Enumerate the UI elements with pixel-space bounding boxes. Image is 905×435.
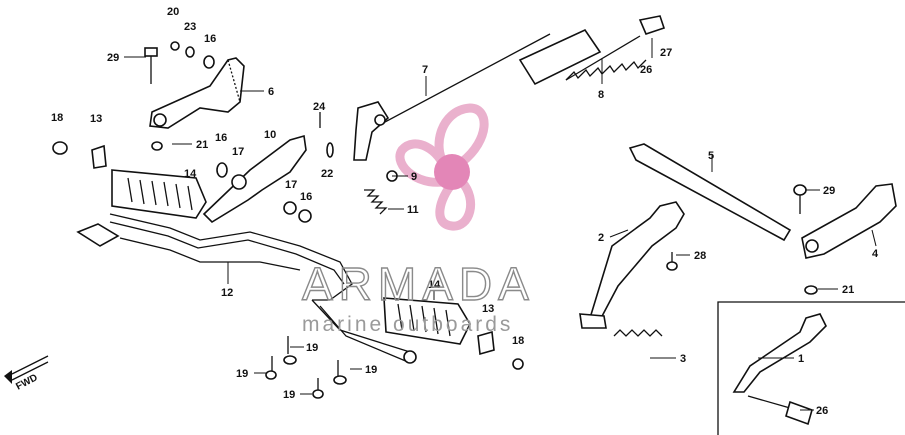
callout-26b: 26 [816, 405, 828, 417]
callout-6: 6 [268, 86, 274, 98]
callout-2: 2 [598, 232, 604, 244]
callout-26: 26 [640, 64, 652, 76]
part-12-footrest-bar [76, 213, 417, 364]
callout-22: 22 [321, 168, 333, 180]
watermark-propeller-icon [395, 103, 489, 231]
callout-20: 20 [167, 6, 179, 18]
callout-14b: 14 [428, 279, 441, 291]
part-16-washer-b [216, 162, 228, 178]
callout-18b: 18 [512, 335, 524, 347]
callout-8: 8 [598, 89, 604, 101]
part-26-rubber [785, 400, 813, 426]
callout-12: 12 [221, 287, 233, 299]
callout-4: 4 [872, 248, 879, 260]
callout-23: 23 [184, 21, 196, 33]
callout-29b: 29 [823, 185, 835, 197]
part-29-bolt-b [793, 184, 807, 214]
callout-19c: 19 [365, 364, 377, 376]
callout-18: 18 [51, 112, 63, 124]
part-14-footrest-rubber-b [383, 297, 471, 345]
callout-7: 7 [422, 64, 428, 76]
callout-13b: 13 [482, 303, 494, 315]
part-2-lever [579, 201, 685, 329]
part-16-washer-c [298, 209, 312, 223]
part-28-bolt [666, 252, 678, 271]
callout-10: 10 [264, 129, 276, 141]
callout-28: 28 [694, 250, 706, 262]
part-22-washer [326, 142, 334, 158]
callout-5: 5 [708, 150, 714, 162]
part-4-arm [801, 183, 897, 259]
callout-14: 14 [184, 168, 197, 180]
callout-19a: 19 [306, 342, 318, 354]
callout-17: 17 [232, 146, 244, 158]
fwd-arrow-icon [4, 355, 49, 384]
part-17-washer-a [231, 174, 247, 190]
part-3-spring [613, 329, 663, 337]
callout-13: 13 [90, 113, 102, 125]
part-13-bracket [91, 144, 107, 169]
part-23-washer [185, 46, 195, 58]
part-21-nut-b [804, 285, 818, 295]
watermark-brand: ARMADA [302, 258, 535, 310]
part-18-grommet [52, 141, 68, 155]
part-13-bracket-b [477, 330, 495, 356]
inset-box [717, 301, 905, 435]
callout-16: 16 [204, 33, 216, 45]
callout-19b: 19 [236, 368, 248, 380]
part-10-plate [202, 134, 307, 224]
part-16-washer [203, 55, 215, 69]
callout-19d: 19 [283, 389, 295, 401]
part-7-rod [353, 28, 602, 161]
part-20-nut [170, 41, 180, 51]
callout-27: 27 [660, 47, 672, 59]
callout-24: 24 [313, 101, 326, 113]
part-29-bolt [144, 47, 158, 84]
part-14-footrest-rubber [111, 169, 207, 219]
callout-16c: 16 [300, 191, 312, 203]
part-8-spring [565, 35, 647, 81]
part-17-washer-b [283, 201, 297, 215]
callout-29: 29 [107, 52, 119, 64]
fwd-label: FWD [14, 372, 39, 392]
callout-16b: 16 [215, 132, 227, 144]
callout-17b: 17 [285, 179, 297, 191]
part-18-grommet-b [512, 358, 524, 370]
callout-11: 11 [407, 204, 419, 216]
leader-lines [124, 38, 877, 411]
callout-1: 1 [798, 353, 804, 365]
part-11-spring [364, 189, 388, 215]
part-5-shaft [628, 143, 792, 242]
callout-3: 3 [680, 353, 686, 365]
part-27-clip [638, 15, 666, 35]
part-6-kick-arm [149, 57, 245, 129]
part-19-bolts [265, 336, 347, 399]
callout-21: 21 [196, 139, 208, 151]
part-21-nut-a [151, 141, 163, 151]
callout-9: 9 [411, 171, 417, 183]
part-1-lever [732, 313, 827, 409]
callout-21b: 21 [842, 284, 854, 296]
watermark-tagline: marine outboards [302, 313, 513, 336]
